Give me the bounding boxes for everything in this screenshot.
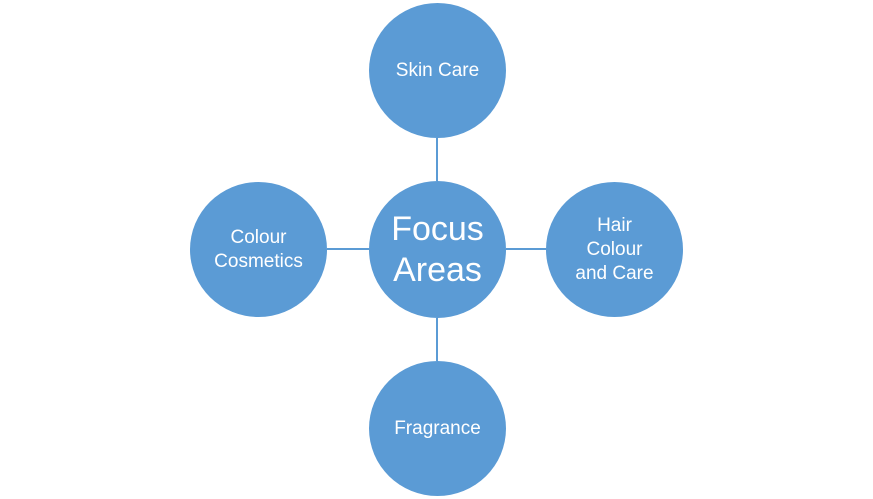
node-hair-label: Hair Colour and Care [575,214,653,286]
connector-left [327,248,369,250]
node-hair-line-2: Colour [586,238,643,260]
node-hair-line-1: Hair [597,214,632,236]
center-node-line-2: Areas [393,250,482,289]
node-cosmetics-label: Colour Cosmetics [214,226,303,274]
connector-top [436,138,438,181]
connector-right [506,248,546,250]
node-fragrance-line-1: Fragrance [394,417,481,439]
center-node-line-1: Focus [391,209,484,248]
node-fragrance-label: Fragrance [394,417,481,441]
node-skin-care-line-1: Skin Care [395,59,480,81]
center-node-focus-areas: Focus Areas [369,181,506,318]
node-cosmetics-line-2: Cosmetics [214,250,303,272]
node-colour-cosmetics: Colour Cosmetics [190,182,327,317]
node-cosmetics-line-1: Colour [230,226,287,248]
center-node-label: Focus Areas [391,209,484,291]
node-skin-care: Skin Care [369,3,506,138]
node-skin-care-label: Skin Care [396,59,479,83]
node-hair-colour-and-care: Hair Colour and Care [546,182,683,317]
connector-bottom [436,318,438,361]
node-hair-line-3: and Care [575,262,654,284]
node-fragrance: Fragrance [369,361,506,496]
